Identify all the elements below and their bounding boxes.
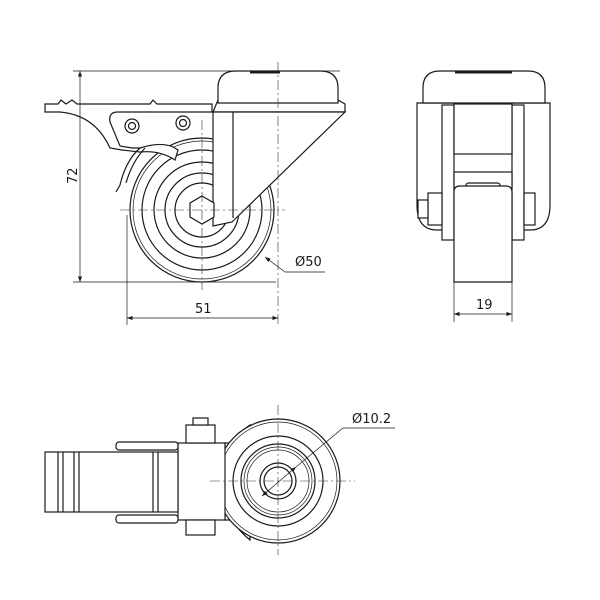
brake-lever [44,99,213,193]
side-view: 19 [416,70,551,322]
wheel-diameter-dimension: Ø50 [295,255,322,270]
wheel-width-dimension: 19 [476,298,493,313]
side-wheel [453,185,513,283]
front-view: 72 51 Ø50 [44,62,347,325]
width-dimension: 51 [195,302,212,317]
height-dimension: 72 [66,167,81,184]
fork [212,111,347,227]
bottom-view: Ø10.2 [44,405,395,555]
tread [44,451,179,513]
bore-diameter-dimension: Ø10.2 [352,412,391,427]
